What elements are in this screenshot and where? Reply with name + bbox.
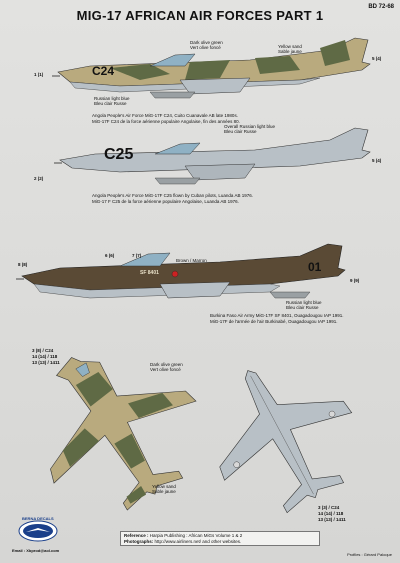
profile-3-number-mid2: 7 (7) [132,253,142,258]
bottom-view-aircraft [219,370,353,514]
photographs-label: Photographs: [124,539,155,544]
top-view-label-sand: Yellow sand Sable jaune [152,484,176,494]
profile-3-number-mid1: 6 (6) [105,253,115,258]
profile-3-caption: Burkina Faso Air Army MiG-17F SF 8401, O… [210,313,344,324]
profile-1-number-right: 5 (4) [372,56,382,61]
top-view-label-green: Dark olive green Vert olive foncé [150,362,183,372]
profile-2-label-blue: Overall Russian light blue Bleu clair Ru… [224,124,276,134]
email-address: Email : Xbprod@aol.com [12,548,60,553]
profile-3-label-brown: Brown / Marron [176,258,207,263]
profile-3-label-blue: Russian light blue Bleu clair Russe [286,300,322,310]
top-view-numbers: 3 (8) / C24 14 (14) / 118 13 (13) / 1411 [32,348,60,365]
profile-2-caption: Angola People's Air Force MiG-17F C25 fl… [92,193,253,204]
profile-1-label-blue: Russian light blue Bleu clair Russe [94,96,130,106]
profile-1-fuselage-code: C24 [92,64,115,78]
page-title: MIG-17 AFRICAN AIR FORCES PART 1 [76,8,324,23]
profile-3-fuselage-code: SF 8401 [140,270,159,276]
profile-3-number-right: 9 (9) [350,278,360,283]
profile-1-number-left: 1 (1) [34,72,44,77]
reference-text: Harpia Publishing : African MiGs Volume … [149,533,243,538]
profile-1-aircraft [52,37,371,99]
profile-2-aircraft [54,127,371,185]
profile-3-number-left: 8 (8) [18,262,28,267]
berna-decals-logo [18,520,58,542]
photographs-text: http://www.airliners.net/ and other webs… [154,539,242,544]
profiles-credit: Profiles : Gérard Paloque [347,552,392,557]
profile-2-number-right: 5 (4) [372,158,382,163]
profile-1-label-sand: Yellow sand Sable jaune [278,44,302,54]
bottom-view-numbers: 3 (3) / C24 14 (14) / 118 13 (13) / 1411 [318,505,346,522]
profile-3-tail-code: 01 [308,260,322,274]
profile-2-number-left: 2 (2) [34,176,44,181]
reference-box: Reference : Harpia Publishing : African … [120,531,320,546]
top-view-aircraft [50,357,197,511]
reference-label: Reference : [124,533,150,538]
profile-1-label-green: Dark olive green Vert olive foncé [190,40,223,50]
sheet-code: BD 72-68 [368,4,394,10]
profile-3-aircraft [16,243,346,299]
profile-2-fuselage-code: C25 [104,146,134,163]
logo-text: BERNA DECALS [22,516,54,521]
profile-1-caption: Angola People's Air Force MiG-17F C24, C… [92,113,240,124]
